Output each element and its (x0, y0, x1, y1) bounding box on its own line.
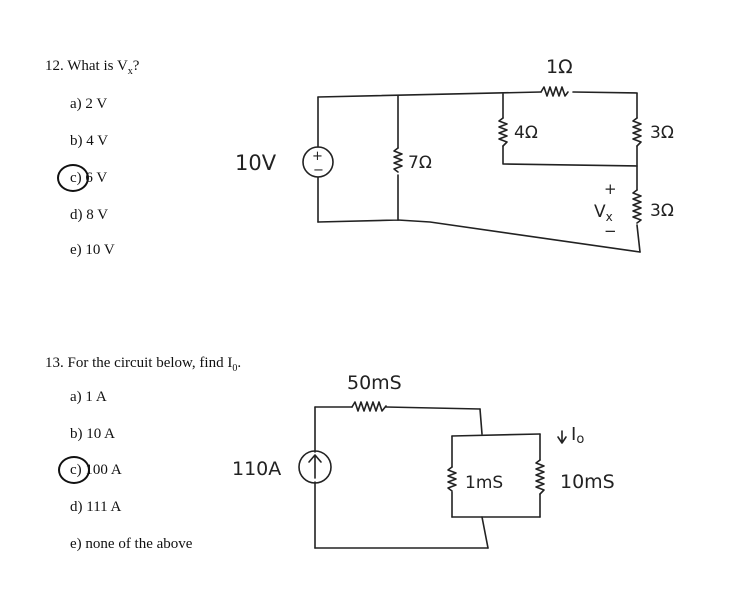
q13-circuit: 110A 50mS 1mS 10mS Io (232, 372, 615, 549)
q13-option-b-letter: b) (70, 426, 83, 442)
q12-vx-minus: − (604, 222, 617, 240)
q12-question: 12. What is Vx? (45, 58, 139, 77)
q12-text: What is V (67, 58, 128, 74)
q12-option-e-letter: e) (70, 242, 82, 258)
q13-current-arrow-icon (308, 454, 322, 479)
q12-option-d-text: 8 V (86, 207, 109, 223)
q13-option-e-text: none of the above (85, 536, 193, 552)
q12-r-right-bottom-label: 3Ω (650, 201, 674, 221)
q13-g-top-label: 50mS (347, 372, 402, 394)
q13-selected-circle (58, 456, 90, 484)
q12-vx-letter: V (594, 202, 606, 222)
q13-option-b-text: 10 A (86, 426, 116, 442)
q12-resistor-3ohm-top (632, 117, 642, 147)
q12-option-d-letter: d) (70, 207, 83, 223)
q13-wire-right-bottom (481, 516, 489, 549)
q13-option-b[interactable]: b) 10 A (70, 426, 115, 443)
q12-wire-4ohm (502, 93, 638, 167)
q13-option-d[interactable]: d) 111 A (70, 499, 121, 516)
q12-option-c-text: 6 V (85, 170, 108, 186)
q12-vx-label: Vx (594, 202, 613, 224)
q12-source-minus: − (313, 163, 324, 178)
q13-option-d-text: 111 A (86, 499, 122, 515)
q13-resistor-1ms (447, 466, 457, 492)
q12-vx-sub: x (606, 210, 613, 224)
q12-wire-top (317, 91, 638, 98)
q13-sub: 0 (232, 363, 238, 374)
q12-wire-right (636, 92, 641, 253)
q12-voltage-source (302, 146, 334, 178)
q13-number: 13. (45, 355, 64, 371)
q13-resistor-10ms (535, 459, 545, 495)
q12-r-parallel-label: 7Ω (408, 153, 432, 173)
q12-r-right-top-label: 3Ω (650, 123, 674, 143)
q12-option-e[interactable]: e) 10 V (70, 242, 115, 259)
q13-current-source (298, 450, 332, 484)
q12-option-a-letter: a) (70, 96, 82, 112)
q12-vx-plus: + (604, 180, 617, 198)
q13-current-label: Io (571, 424, 584, 447)
q13-option-e[interactable]: e) none of the above (70, 536, 192, 553)
q12-r-top-label: 1Ω (546, 56, 573, 78)
q13-option-a[interactable]: a) 1 A (70, 389, 107, 406)
q12-option-b[interactable]: b) 4 V (70, 133, 108, 150)
q13-g-right-label: 10mS (560, 471, 615, 493)
q12-resistor-3ohm-bottom (632, 189, 642, 224)
q13-option-c-text: 100 A (85, 462, 122, 478)
q12-selected-circle (57, 164, 89, 192)
q13-current-sub: o (576, 432, 584, 447)
q12-option-b-letter: b) (70, 133, 83, 149)
q12-option-a[interactable]: a) 2 V (70, 96, 107, 113)
q12-sub: x (127, 66, 133, 77)
q13-option-a-text: 1 A (85, 389, 107, 405)
q13-end: . (237, 355, 242, 371)
q13-inner-top (451, 433, 541, 437)
q12-resistor-7ohm (393, 147, 403, 173)
q13-option-e-letter: e) (70, 536, 82, 552)
q12-circuit: + − 10V 7Ω 4Ω 1Ω 3Ω 3Ω + Vx − (235, 56, 674, 253)
q12-option-e-text: 10 V (85, 242, 115, 258)
q13-io-arrow-icon (557, 430, 567, 444)
q13-wire-right-top (479, 408, 483, 435)
q12-resistor-4ohm (498, 117, 508, 147)
q12-end: ? (132, 58, 140, 74)
q12-r-left-label: 4Ω (514, 123, 538, 143)
q13-resistor-50ms (351, 401, 387, 412)
q12-option-b-text: 4 V (86, 133, 109, 149)
q13-text: For the circuit below, find I (67, 355, 233, 371)
q12-source-plus: + (312, 149, 323, 164)
q12-option-a-text: 2 V (85, 96, 108, 112)
q13-g-mid-label: 1mS (465, 473, 503, 493)
q12-option-d[interactable]: d) 8 V (70, 207, 108, 224)
q12-source-label: 10V (235, 151, 277, 175)
q12-number: 12. (45, 58, 64, 74)
q13-option-a-letter: a) (70, 389, 82, 405)
q13-wire-top (314, 406, 481, 410)
q12-wire-bottom (317, 219, 641, 253)
q13-source-label: 110A (232, 458, 281, 480)
q13-current-letter: I (571, 424, 576, 445)
q13-question: 13. For the circuit below, find I0. (45, 355, 241, 374)
q13-option-d-letter: d) (70, 499, 83, 515)
q12-resistor-1ohm (540, 86, 569, 97)
